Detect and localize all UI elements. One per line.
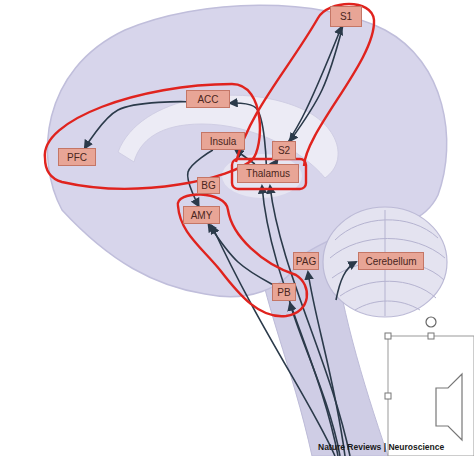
region-name: PB bbox=[277, 287, 290, 298]
resize-handle bbox=[428, 333, 434, 339]
cerebellum-shape bbox=[323, 207, 447, 317]
region-name: PFC bbox=[67, 152, 87, 163]
region-box: PAG bbox=[293, 252, 319, 270]
region-name: BG bbox=[201, 180, 215, 191]
folium-line bbox=[335, 220, 438, 240]
region-box: ACC bbox=[186, 90, 230, 108]
tract-line bbox=[270, 186, 350, 456]
pathway-arrow bbox=[85, 102, 186, 148]
resize-handle bbox=[385, 333, 391, 339]
region-name: Thalamus bbox=[246, 168, 290, 179]
red-highlights bbox=[45, 4, 374, 316]
region-box: S1 bbox=[330, 6, 362, 27]
cerebellum-folia bbox=[330, 210, 445, 316]
region-box: Thalamus bbox=[237, 164, 299, 183]
resize-handle bbox=[385, 393, 391, 399]
region-box: BG bbox=[197, 177, 220, 194]
region-box: Cerebellum bbox=[358, 252, 424, 270]
folium-line bbox=[340, 281, 436, 298]
spinal-tracts bbox=[212, 186, 356, 456]
cerebrum-shape bbox=[47, 5, 446, 296]
tract-line bbox=[336, 262, 356, 300]
region-box: PB bbox=[272, 283, 296, 301]
tract-line bbox=[308, 272, 345, 456]
region-box: S2 bbox=[272, 141, 296, 160]
pathway-arrow bbox=[235, 150, 254, 164]
region-name: S2 bbox=[278, 145, 290, 156]
selection-overlay bbox=[385, 317, 474, 456]
region-box: PFC bbox=[58, 148, 96, 166]
region-name: ACC bbox=[197, 94, 218, 105]
journal-credit: Nature Reviews | Neuroscience bbox=[318, 442, 444, 452]
highlight-loop bbox=[236, 4, 374, 166]
folium-line bbox=[355, 301, 420, 310]
highlight-loop bbox=[232, 159, 306, 189]
highlight-loop bbox=[178, 194, 307, 316]
region-name: S1 bbox=[340, 11, 352, 22]
speaker-icon bbox=[436, 374, 462, 440]
pathway-arrow bbox=[208, 224, 272, 284]
tract-line bbox=[212, 226, 335, 456]
region-name: Insula bbox=[210, 136, 237, 147]
region-box: AMY bbox=[183, 206, 220, 224]
region-name: Cerebellum bbox=[365, 256, 416, 267]
pathway-arrow bbox=[290, 27, 343, 141]
region-name: PAG bbox=[296, 256, 316, 267]
highlight-loop bbox=[45, 84, 260, 189]
rotate-handle bbox=[426, 317, 436, 327]
tract-line bbox=[262, 186, 338, 456]
selection-box bbox=[388, 336, 474, 456]
region-box: Insula bbox=[201, 132, 245, 150]
region-name: AMY bbox=[191, 210, 213, 221]
